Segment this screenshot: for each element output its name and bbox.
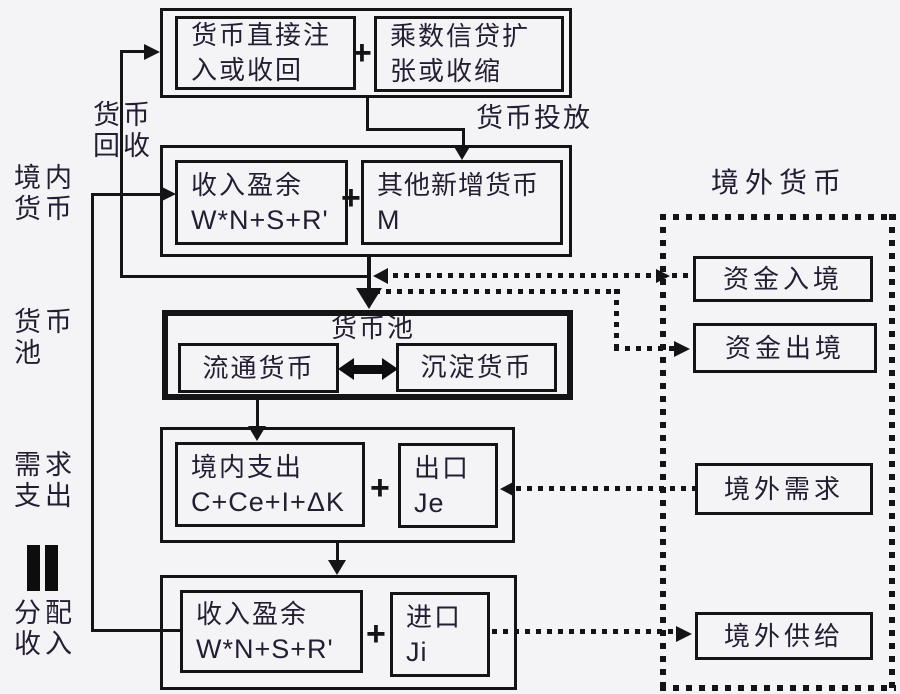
multiplier-credit-line1: 乘数信贷扩: [390, 22, 531, 51]
equals-symbol-bar1: [27, 545, 40, 591]
recall-line-bottom: [120, 275, 370, 278]
multiplier-credit-line2: 张或收缩: [390, 57, 503, 86]
inflow-dotted-line-a: [382, 273, 654, 278]
recall-line-top: [120, 50, 148, 53]
foreign-region-border-bottom: [660, 685, 896, 691]
export-formula: Je: [414, 488, 445, 518]
capital-outflow-label: 资金出境: [724, 333, 845, 363]
domestic-expenditure-formula: C+Ce+I+ΔK: [191, 487, 345, 517]
foreign-demand-dotted-line: [516, 486, 695, 491]
label-distribution-income: 分配 收入: [14, 598, 76, 660]
foreign-region-border-right: [889, 214, 895, 691]
pool-to-expenditure-line: [256, 399, 259, 428]
pool-exchange-arrow-right: [382, 358, 398, 380]
label-distribution-income-line2: 收入: [14, 629, 76, 659]
pool-exchange-arrow-shaft: [350, 365, 386, 374]
arrow-into-foreign-supply: [676, 626, 692, 642]
income-surplus-top-box: 收入盈余 W*N+S+R': [175, 160, 348, 245]
income-surplus-top-formula: W*N+S+R': [191, 205, 329, 235]
foreign-demand-box: 境外需求: [695, 463, 873, 515]
plus-sign-row5: +: [366, 615, 386, 653]
income-return-line-bottom: [92, 629, 180, 632]
arrow-inflow-into-pool-line: [373, 268, 388, 284]
foreign-supply-label: 境外供给: [723, 621, 844, 651]
pool-input-line: [367, 256, 371, 290]
expenditure-to-income-line: [336, 542, 339, 562]
foreign-supply-box: 境外供给: [695, 612, 873, 660]
income-surplus-top-title: 收入盈余: [191, 171, 304, 200]
income-surplus-bottom-box: 收入盈余 W*N+S+R': [180, 590, 363, 673]
direct-injection-line2: 入或收回: [191, 56, 304, 85]
arrow-into-income-surplus-bottom: [328, 560, 346, 575]
circulating-currency-box: 流通货币: [178, 343, 339, 393]
other-new-money-title: 其他新增货币: [377, 171, 540, 200]
settled-currency-label: 沉淀货币: [420, 353, 533, 382]
recall-line-vertical: [120, 50, 123, 277]
arrow-inflow-border-crossing: [656, 269, 670, 283]
arrow-into-pool: [356, 288, 382, 309]
central-bank-group-box: [160, 8, 572, 98]
income-return-line-vertical: [91, 193, 94, 632]
label-domestic-currency: 境内 货币: [14, 163, 76, 225]
label-currency-recall: 货币 回收: [91, 100, 155, 162]
label-currency-recall-line2: 回收: [93, 131, 153, 161]
currency-pool-title: 货币池: [330, 314, 415, 343]
income-surplus-bottom-formula: W*N+S+R': [196, 634, 334, 664]
plus-sign-row2: +: [341, 179, 361, 217]
foreign-region-border-top: [660, 214, 896, 220]
domestic-expenditure-box: 境内支出 C+Ce+I+ΔK: [175, 442, 365, 527]
circulating-currency-label: 流通货币: [202, 353, 315, 383]
label-currency-pool-line1: 货币: [14, 307, 76, 337]
outflow-dotted-line-h2: [614, 346, 676, 351]
label-currency-recall-line1: 货币: [93, 100, 153, 130]
foreign-demand-label: 境外需求: [723, 474, 844, 504]
export-box: 出口 Je: [398, 443, 498, 528]
equals-symbol-bar2: [45, 545, 58, 591]
outflow-dotted-line-h1: [375, 289, 620, 294]
outflow-dotted-line-v: [614, 289, 619, 351]
import-box: 进口 Ji: [390, 592, 490, 677]
arrow-issuance-down: [453, 145, 471, 160]
multiplier-credit-box: 乘数信贷扩 张或收缩: [374, 16, 564, 92]
import-formula: Ji: [406, 637, 428, 667]
income-surplus-bottom-title: 收入盈余: [196, 600, 309, 629]
plus-sign-top: +: [352, 34, 372, 72]
export-title: 出口: [414, 454, 471, 483]
import-title: 进口: [406, 603, 463, 632]
inflow-dotted-line-b: [672, 273, 693, 278]
label-foreign-currency: 境外货币: [711, 168, 848, 199]
other-new-money-formula: M: [377, 205, 401, 235]
plus-sign-row4: +: [370, 469, 390, 507]
capital-outflow-box: 资金出境: [693, 323, 877, 373]
label-currency-issuance: 货币投放: [476, 103, 592, 133]
capital-inflow-box: 资金入境: [693, 256, 873, 302]
arrow-into-domestic-expenditure: [248, 426, 266, 441]
other-new-money-box: 其他新增货币 M: [361, 160, 563, 245]
foreign-region-border-left: [660, 214, 666, 691]
direct-injection-box: 货币直接注 入或收回: [175, 16, 356, 90]
arrow-into-export: [500, 481, 515, 497]
issuance-line-drop1: [366, 97, 369, 131]
currency-pool-box: [162, 310, 573, 400]
label-currency-pool-line2: 池: [14, 338, 45, 368]
issuance-line-horizontal: [366, 128, 465, 131]
issuance-line-drop2: [462, 128, 465, 148]
label-currency-pool-side: 货币 池: [14, 307, 76, 369]
foreign-supply-dotted-line: [492, 629, 676, 634]
arrow-into-income-surplus-top: [160, 186, 176, 202]
label-domestic-currency-line2: 货币: [14, 194, 76, 224]
arrow-into-capital-outflow: [674, 341, 690, 357]
domestic-expenditure-title: 境内支出: [191, 453, 304, 482]
label-demand-expenditure-line2: 支出: [14, 481, 76, 511]
label-demand-expenditure-line1: 需求: [14, 450, 76, 480]
label-domestic-currency-line1: 境内: [14, 163, 76, 193]
label-demand-expenditure: 需求 支出: [14, 450, 76, 512]
settled-currency-box: 沉淀货币: [396, 343, 557, 392]
direct-injection-line1: 货币直接注: [191, 21, 332, 50]
arrow-into-injection-box: [144, 44, 160, 60]
label-distribution-income-line1: 分配: [14, 598, 76, 628]
pool-exchange-arrow-left: [338, 358, 354, 380]
income-return-line-top: [92, 193, 162, 196]
capital-inflow-label: 资金入境: [722, 264, 843, 294]
